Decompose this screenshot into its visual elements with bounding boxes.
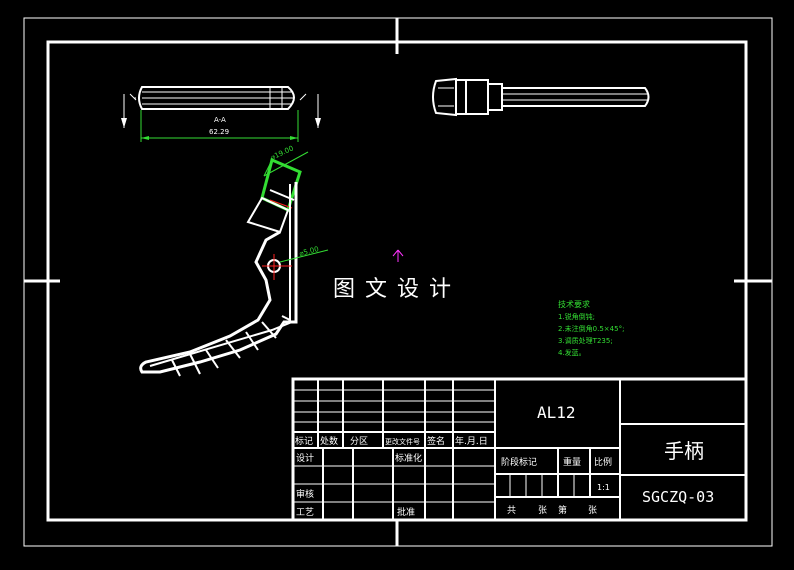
- rev-header: 标记: [295, 435, 313, 447]
- rev-header: 更改文件号: [385, 437, 420, 446]
- front-view: ⌀19.00 ⌀5.00: [139, 144, 329, 377]
- hole-dimension: ⌀5.00: [298, 245, 319, 258]
- rev-header: 处数: [320, 435, 338, 447]
- tech-notes-title: 技术要求: [558, 299, 590, 309]
- review-label: 审核: [296, 488, 314, 500]
- part-name: 手柄: [664, 439, 704, 463]
- slot-dimension: ⌀19.00: [269, 144, 294, 162]
- width-dimension: 62.29: [209, 128, 229, 136]
- sheet-unit2-label: 张: [588, 505, 597, 516]
- sheet-no-label: 第: [558, 504, 567, 516]
- tech-note-item: 2.未注倒角0.5×45°;: [558, 324, 624, 333]
- scale-label: 比例: [594, 456, 612, 468]
- sheet-unit-label: 张: [538, 505, 547, 516]
- material-text: AL12: [537, 403, 576, 422]
- stage-mark-label: 阶段标记: [501, 456, 537, 468]
- tech-notes: 技术要求 1.锐角倒钝; 2.未注倒角0.5×45°; 3.调质处理T235; …: [558, 299, 624, 357]
- cursor-icon: [392, 249, 404, 262]
- tech-note-item: 4.发蓝。: [558, 348, 586, 357]
- approve-label: 批准: [397, 506, 415, 518]
- design-label: 设计: [296, 452, 314, 464]
- tech-note-item: 3.调质处理T235;: [558, 336, 613, 345]
- side-view: [432, 77, 650, 117]
- weight-label: 重量: [563, 456, 581, 468]
- watermark-text: 图文设计: [333, 277, 461, 302]
- rev-header: 年.月.日: [455, 435, 488, 447]
- scale-value: 1:1: [597, 483, 610, 492]
- section-label: A-A: [214, 116, 226, 124]
- process-label: 工艺: [296, 507, 314, 518]
- tech-note-item: 1.锐角倒钝;: [558, 312, 595, 321]
- standardize-label: 标准化: [395, 452, 422, 464]
- rev-header: 分区: [350, 436, 368, 447]
- section-view: A-A 62.29: [121, 86, 321, 142]
- drawing-number: SGCZQ-03: [642, 488, 714, 506]
- rev-header: 签名: [427, 435, 445, 447]
- title-block: 标记 处数 分区 更改文件号 签名 年.月.日 设计 标准化 审核 工艺 批准 …: [291, 377, 748, 522]
- centering-marks: [24, 18, 772, 546]
- sheet-total-label: 共: [507, 505, 516, 516]
